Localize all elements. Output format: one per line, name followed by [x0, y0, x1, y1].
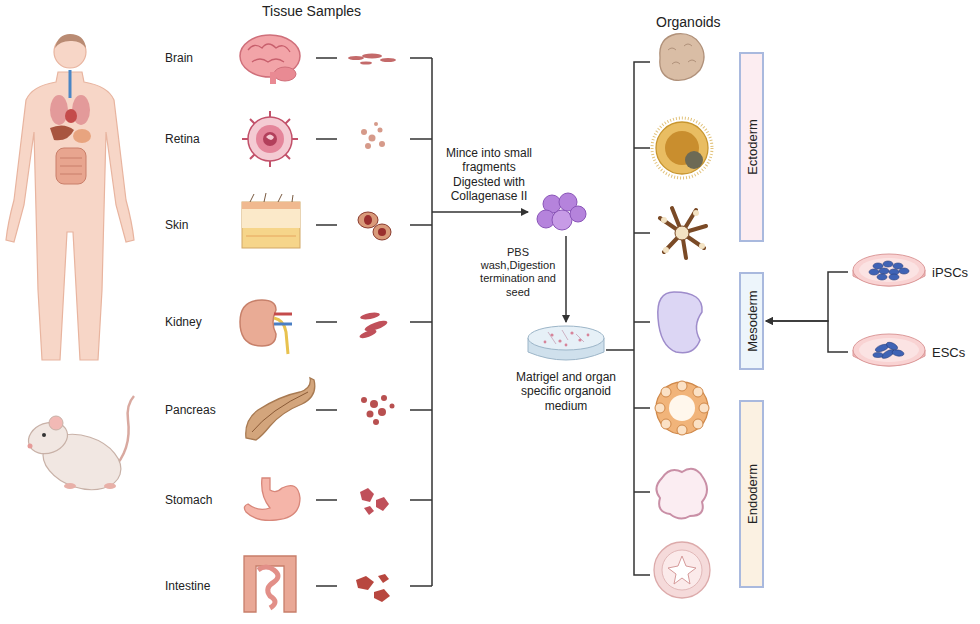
organ-label: Kidney	[165, 315, 235, 329]
organ-label: Pancreas	[165, 403, 235, 417]
step-note: PBS wash,Digestion termination and seed	[474, 246, 562, 299]
connector-arrow	[766, 272, 848, 321]
matrigel-dish	[528, 326, 604, 360]
stomach-icon	[244, 478, 300, 520]
human-figure	[6, 34, 134, 360]
organ-label: Brain	[165, 51, 235, 65]
tissue-fragments	[348, 54, 396, 603]
step-note: Matrigel and organ specific organoid med…	[502, 370, 630, 413]
layer-name: Endoderm	[744, 464, 759, 524]
dash-lines	[316, 58, 337, 586]
germ-layer-band: Mesoderm	[739, 272, 764, 370]
mouse-figure	[24, 396, 134, 499]
organ-label: Stomach	[165, 493, 235, 507]
stem-cell-dish: ESCs	[850, 330, 974, 374]
process-bracket	[410, 58, 650, 586]
kidney-icon	[240, 300, 292, 354]
layer-name: Mesoderm	[744, 290, 759, 351]
cell-type-label: ESCs	[932, 345, 965, 360]
intestine-icon	[244, 556, 296, 612]
skin-icon	[242, 193, 300, 248]
petri-dish	[850, 250, 928, 294]
brain-icon	[240, 35, 300, 84]
cell-type-label: iPSCs	[932, 265, 968, 280]
germ-layer-band: Endoderm	[739, 400, 764, 588]
cell-cluster	[537, 193, 586, 230]
organ-label: Skin	[165, 218, 235, 232]
organoids	[652, 34, 712, 598]
organ-label: Intestine	[165, 579, 235, 593]
layer-name: Ectoderm	[744, 119, 759, 175]
section-heading: Organoids	[656, 14, 756, 31]
petri-dish	[850, 330, 928, 374]
retina-icon	[242, 111, 298, 167]
connector-arrow	[766, 321, 848, 352]
section-heading: Tissue Samples	[262, 3, 402, 20]
step-note: Mince into small fragments Digested with…	[437, 146, 541, 204]
germ-layer-band: Ectoderm	[739, 52, 764, 242]
stem-cell-dish: iPSCs	[850, 250, 974, 294]
pancreas-icon	[246, 378, 315, 440]
organ-label: Retina	[165, 132, 235, 146]
